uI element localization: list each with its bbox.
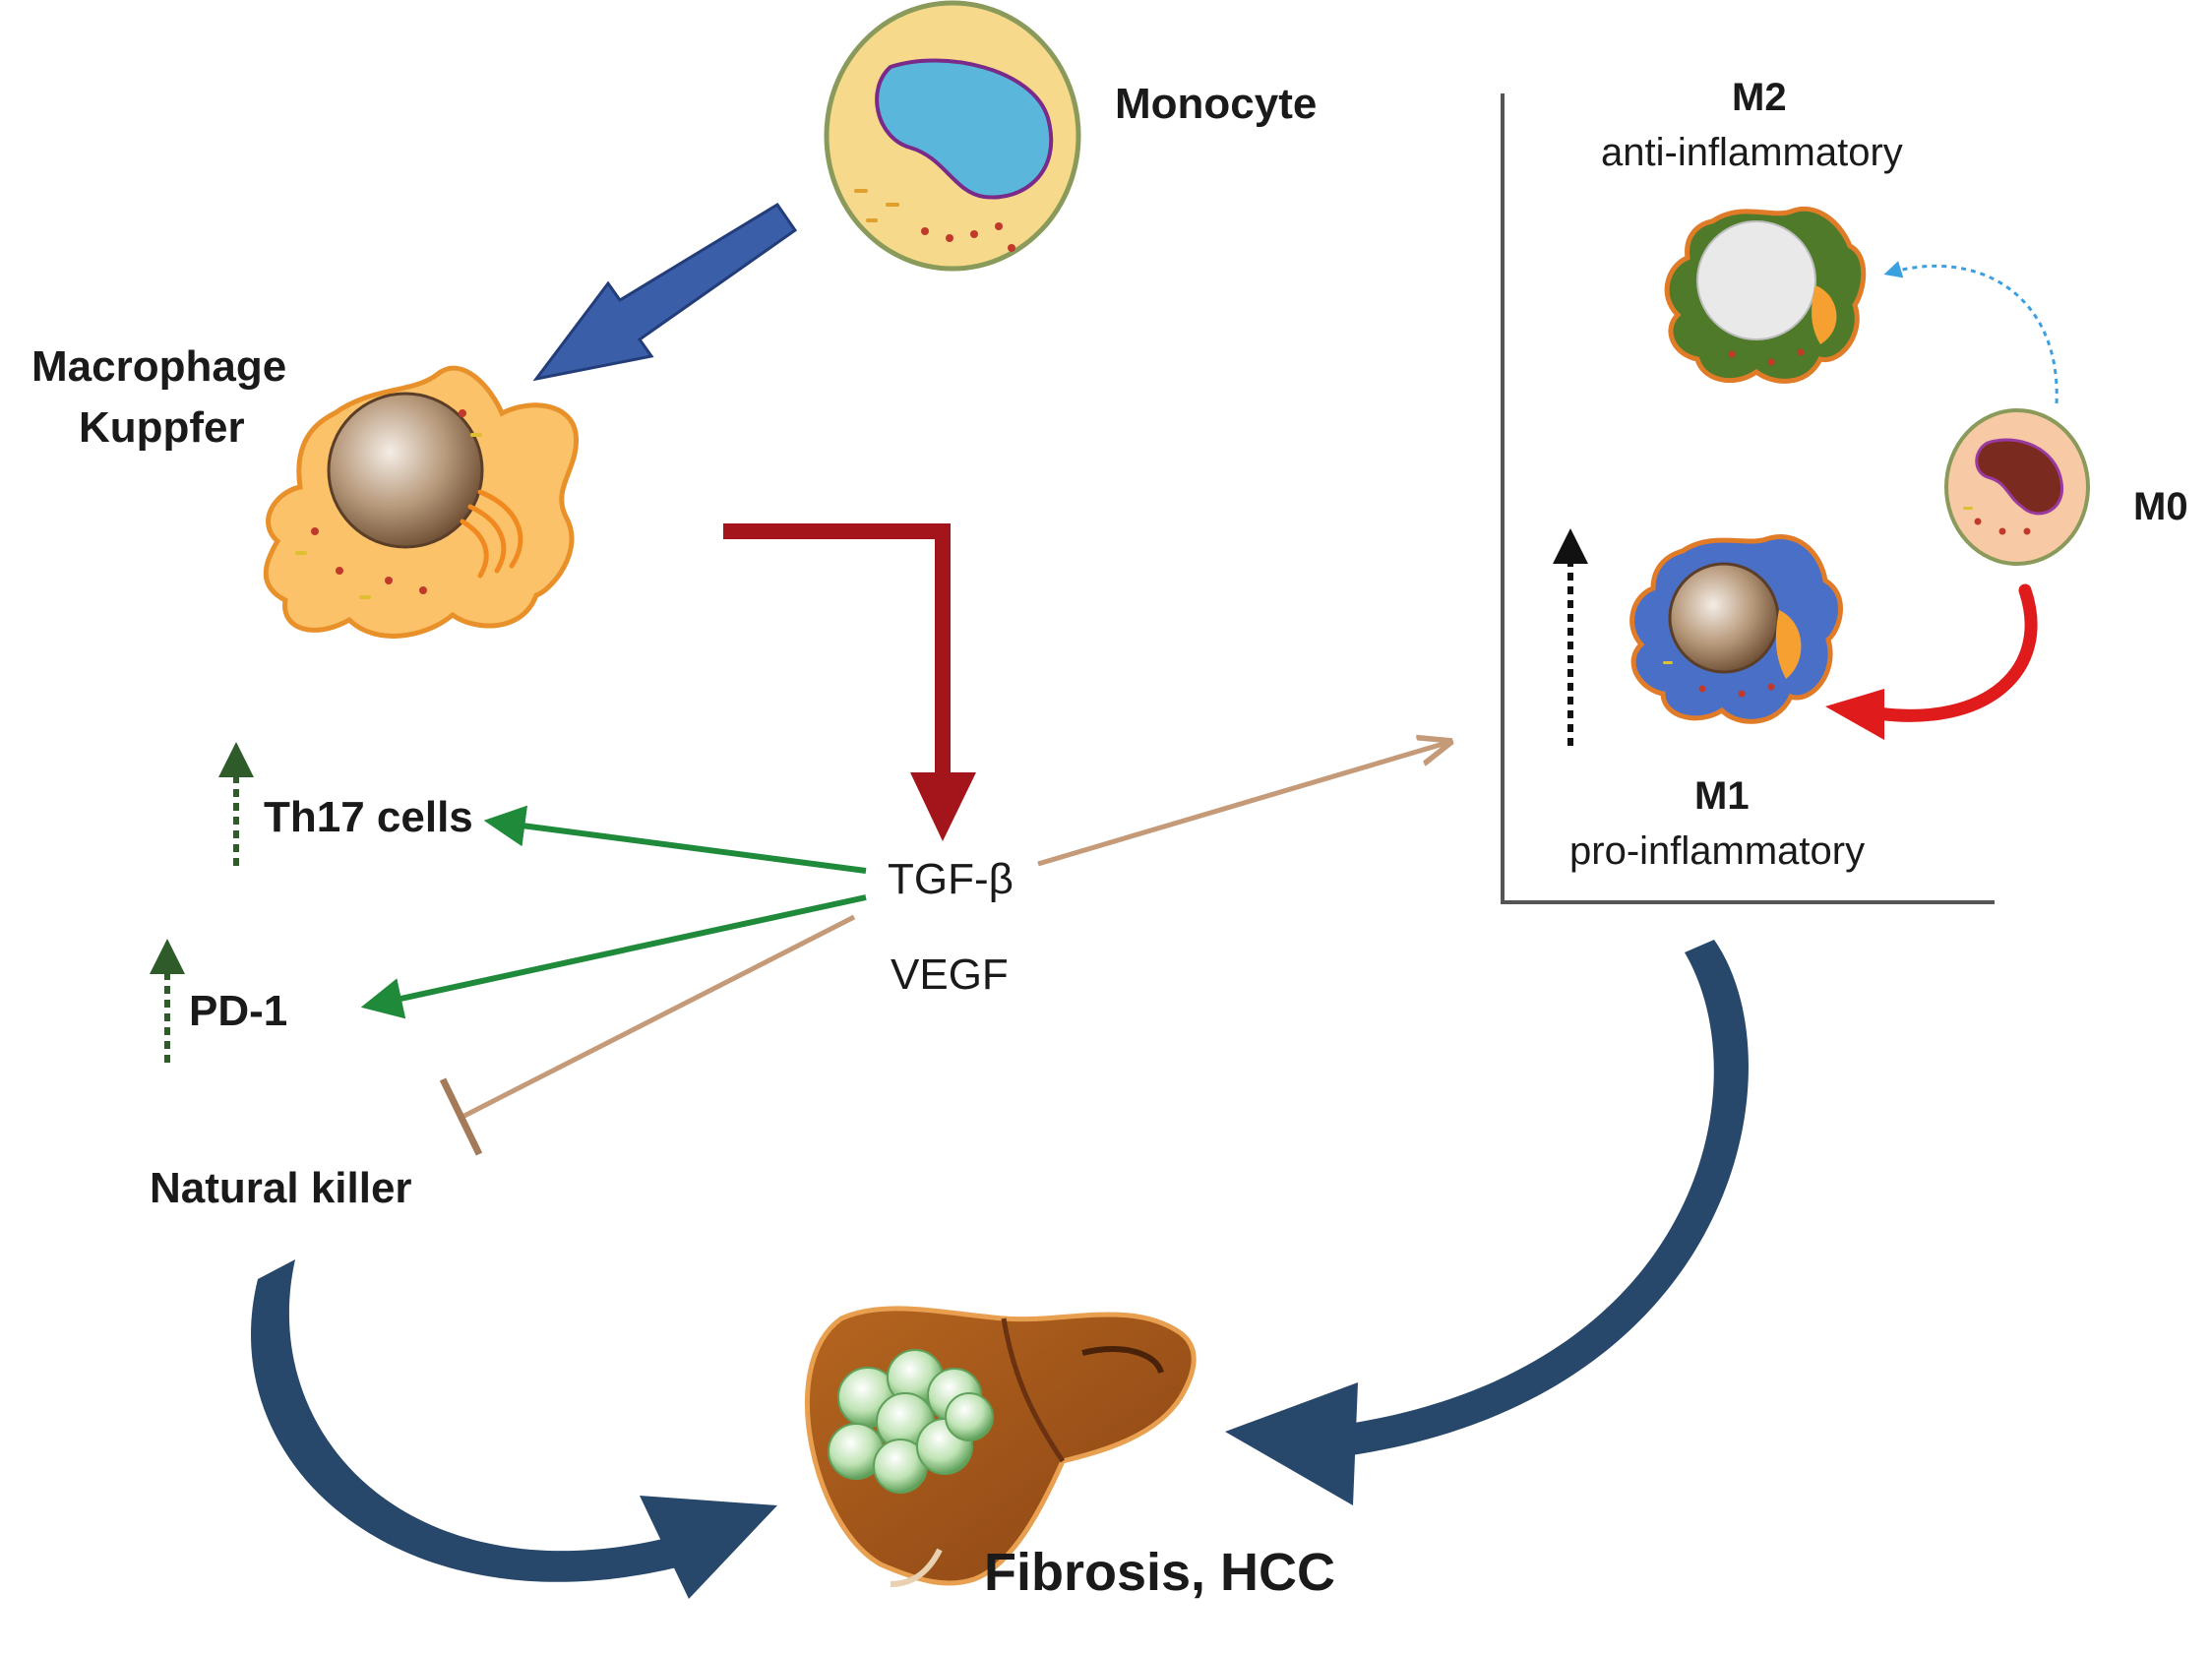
liver-icon [804,1306,1197,1587]
m0-cell-icon [1944,408,2090,566]
macrophage-label-line1: Macrophage [31,342,286,391]
m0-to-m1-arrow [1825,583,2038,740]
outcome-label: Fibrosis, HCC [984,1543,1335,1602]
natural-killer-label: Natural killer [150,1164,412,1212]
m1-cell-icon [1629,534,1843,724]
tgf-to-polarization-arrow [1037,743,1446,867]
tgf-beta-label: TGF-β [888,855,1014,903]
th17-label: Th17 cells [264,793,473,841]
m0-to-m2-arrow [1883,261,2058,404]
m0-label: M0 [2133,485,2188,528]
m1-sub-label: pro-inflammatory [1569,829,1865,873]
secretion-arrow [723,523,976,841]
macrophage-label-line2: Kuppfer [79,403,245,452]
tgf-to-th17-arrow [483,805,867,874]
monocyte-label: Monocyte [1115,80,1317,128]
macrophage-cell-icon [263,365,580,639]
vegf-label: VEGF [891,950,1009,999]
polarization-panel [1501,93,1995,904]
nk-to-liver-arrow [251,1259,777,1599]
m2-cell-icon [1664,206,1867,384]
monocyte-cell-icon [824,0,1081,272]
m2-label: M2 [1732,76,1787,119]
m2-sub-label: anti-inflammatory [1601,131,1903,174]
differentiation-arrow [532,202,798,382]
panel-to-liver-arrow [1225,940,1749,1505]
m1-label: M1 [1694,774,1750,818]
pd1-label: PD-1 [189,987,287,1035]
tgf-to-pd1-arrow [360,894,867,1019]
nk-inhibition-line [439,914,856,1156]
